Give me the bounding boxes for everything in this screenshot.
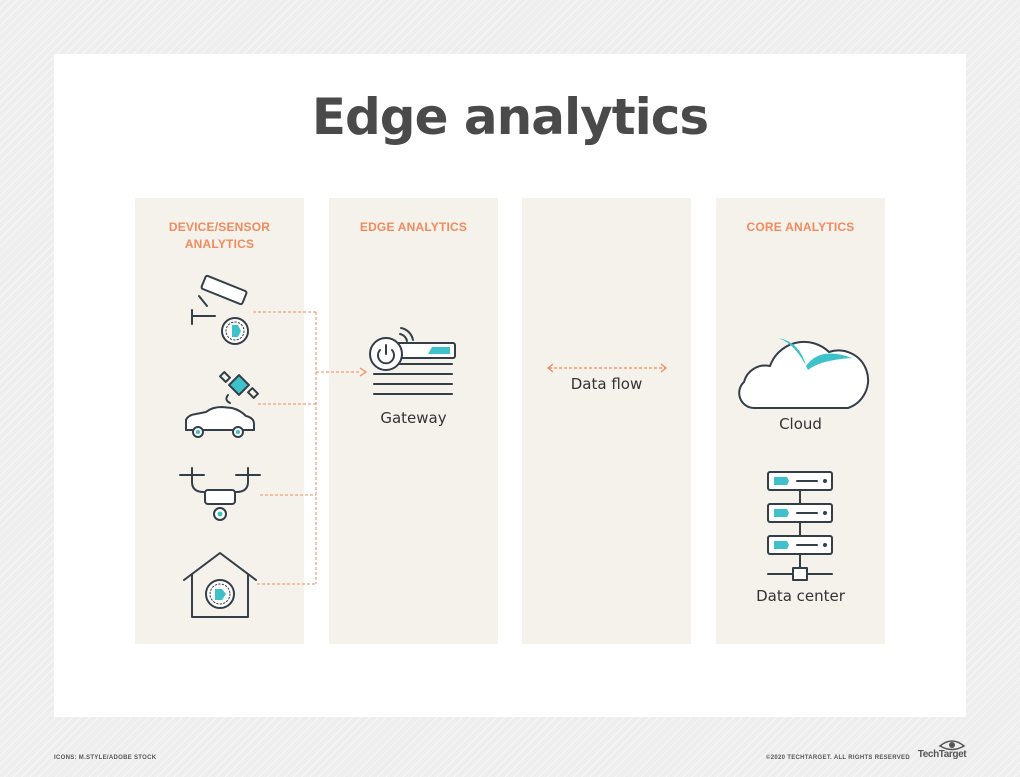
cloud-label: Cloud [779, 415, 822, 433]
security-camera-icon [191, 274, 249, 345]
connector-lines [253, 311, 360, 585]
page-title: Edge analytics [311, 88, 709, 146]
column-edge-analytics: EDGE ANALYTICS [329, 198, 498, 644]
drone-icon [179, 467, 261, 521]
column-data-flow [522, 198, 691, 644]
column-heading-line: DEVICE/SENSOR [168, 220, 271, 234]
column-heading-line: EDGE ANALYTICS [359, 220, 468, 234]
copyright: ©2020 TECHTARGET. ALL RIGHTS RESERVED [766, 755, 910, 761]
column-heading: CORE ANALYTICS [716, 219, 885, 236]
data-center-icon [767, 471, 833, 581]
car-icon [185, 406, 255, 438]
gateway-icon [369, 327, 456, 395]
techtarget-eye-icon [938, 740, 966, 751]
cloud-icon [738, 338, 870, 409]
icon-credit: ICONS: M.STYLE/ADOBE STOCK [54, 755, 157, 761]
data-flow-arrow [547, 363, 667, 373]
column-heading: DEVICE/SENSOR ANALYTICS [135, 219, 304, 253]
column-device-sensor: DEVICE/SENSOR ANALYTICS [135, 198, 304, 644]
data-center-label: Data center [756, 587, 845, 605]
column-heading-line: CORE ANALYTICS [746, 220, 855, 234]
satellite-icon [219, 371, 259, 404]
column-heading-line: ANALYTICS [184, 237, 255, 251]
arrow-head-icon [359, 367, 368, 377]
data-flow-label: Data flow [570, 375, 643, 393]
brand-logo: TechTarget [917, 749, 967, 760]
column-heading: EDGE ANALYTICS [329, 219, 498, 236]
smart-home-icon [183, 552, 257, 618]
gateway-label: Gateway [380, 409, 447, 427]
